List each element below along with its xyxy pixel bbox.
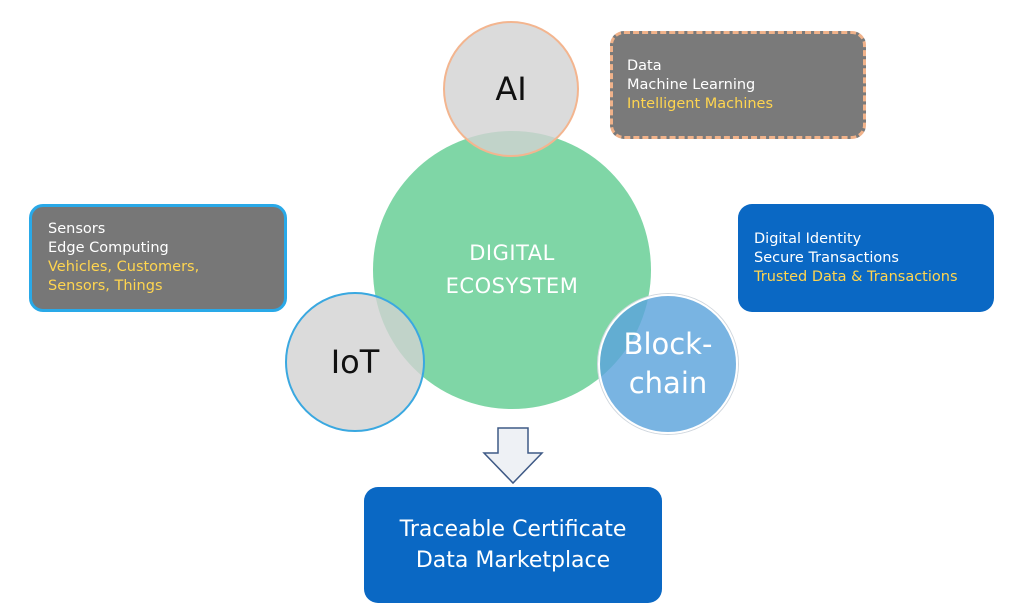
iot-highlight-1: Vehicles, Customers, <box>48 259 200 275</box>
iot-label: IoT <box>330 343 380 381</box>
blockchain-item-digital-identity: Digital Identity <box>754 230 862 247</box>
ai-highlight: Intelligent Machines <box>627 95 774 112</box>
blockchain-highlight: Trusted Data & Transactions <box>754 268 958 285</box>
blockchain-label-line2: chain <box>628 366 708 400</box>
center-label-line2: ECOSYSTEM <box>445 274 579 298</box>
iot-item-edge-computing: Edge Computing <box>48 240 169 256</box>
iot-highlight-2: Sensors, Things <box>48 278 163 294</box>
ai-circle: AI <box>443 21 579 157</box>
result-line1: Traceable Certificate <box>399 517 627 542</box>
blockchain-circle: Block- chain <box>598 294 738 434</box>
iot-description-box: Sensors Edge Computing Vehicles, Custome… <box>29 204 287 312</box>
iot-item-sensors: Sensors <box>48 221 106 237</box>
ai-item-data: Data <box>627 57 662 74</box>
iot-circle: IoT <box>285 292 425 432</box>
ai-item-machine-learning: Machine Learning <box>627 76 756 93</box>
ai-description-box: Data Machine Learning Intelligent Machin… <box>610 31 866 139</box>
result-box: Traceable Certificate Data Marketplace <box>364 487 662 603</box>
blockchain-label-line1: Block- <box>623 326 713 361</box>
result-line2: Data Marketplace <box>415 548 611 573</box>
blockchain-item-secure-transactions: Secure Transactions <box>754 249 899 266</box>
down-arrow-icon <box>482 427 544 485</box>
blockchain-description-box: Digital Identity Secure Transactions Tru… <box>738 204 994 312</box>
center-label-line1: DIGITAL <box>469 241 555 266</box>
ai-label: AI <box>495 70 527 108</box>
